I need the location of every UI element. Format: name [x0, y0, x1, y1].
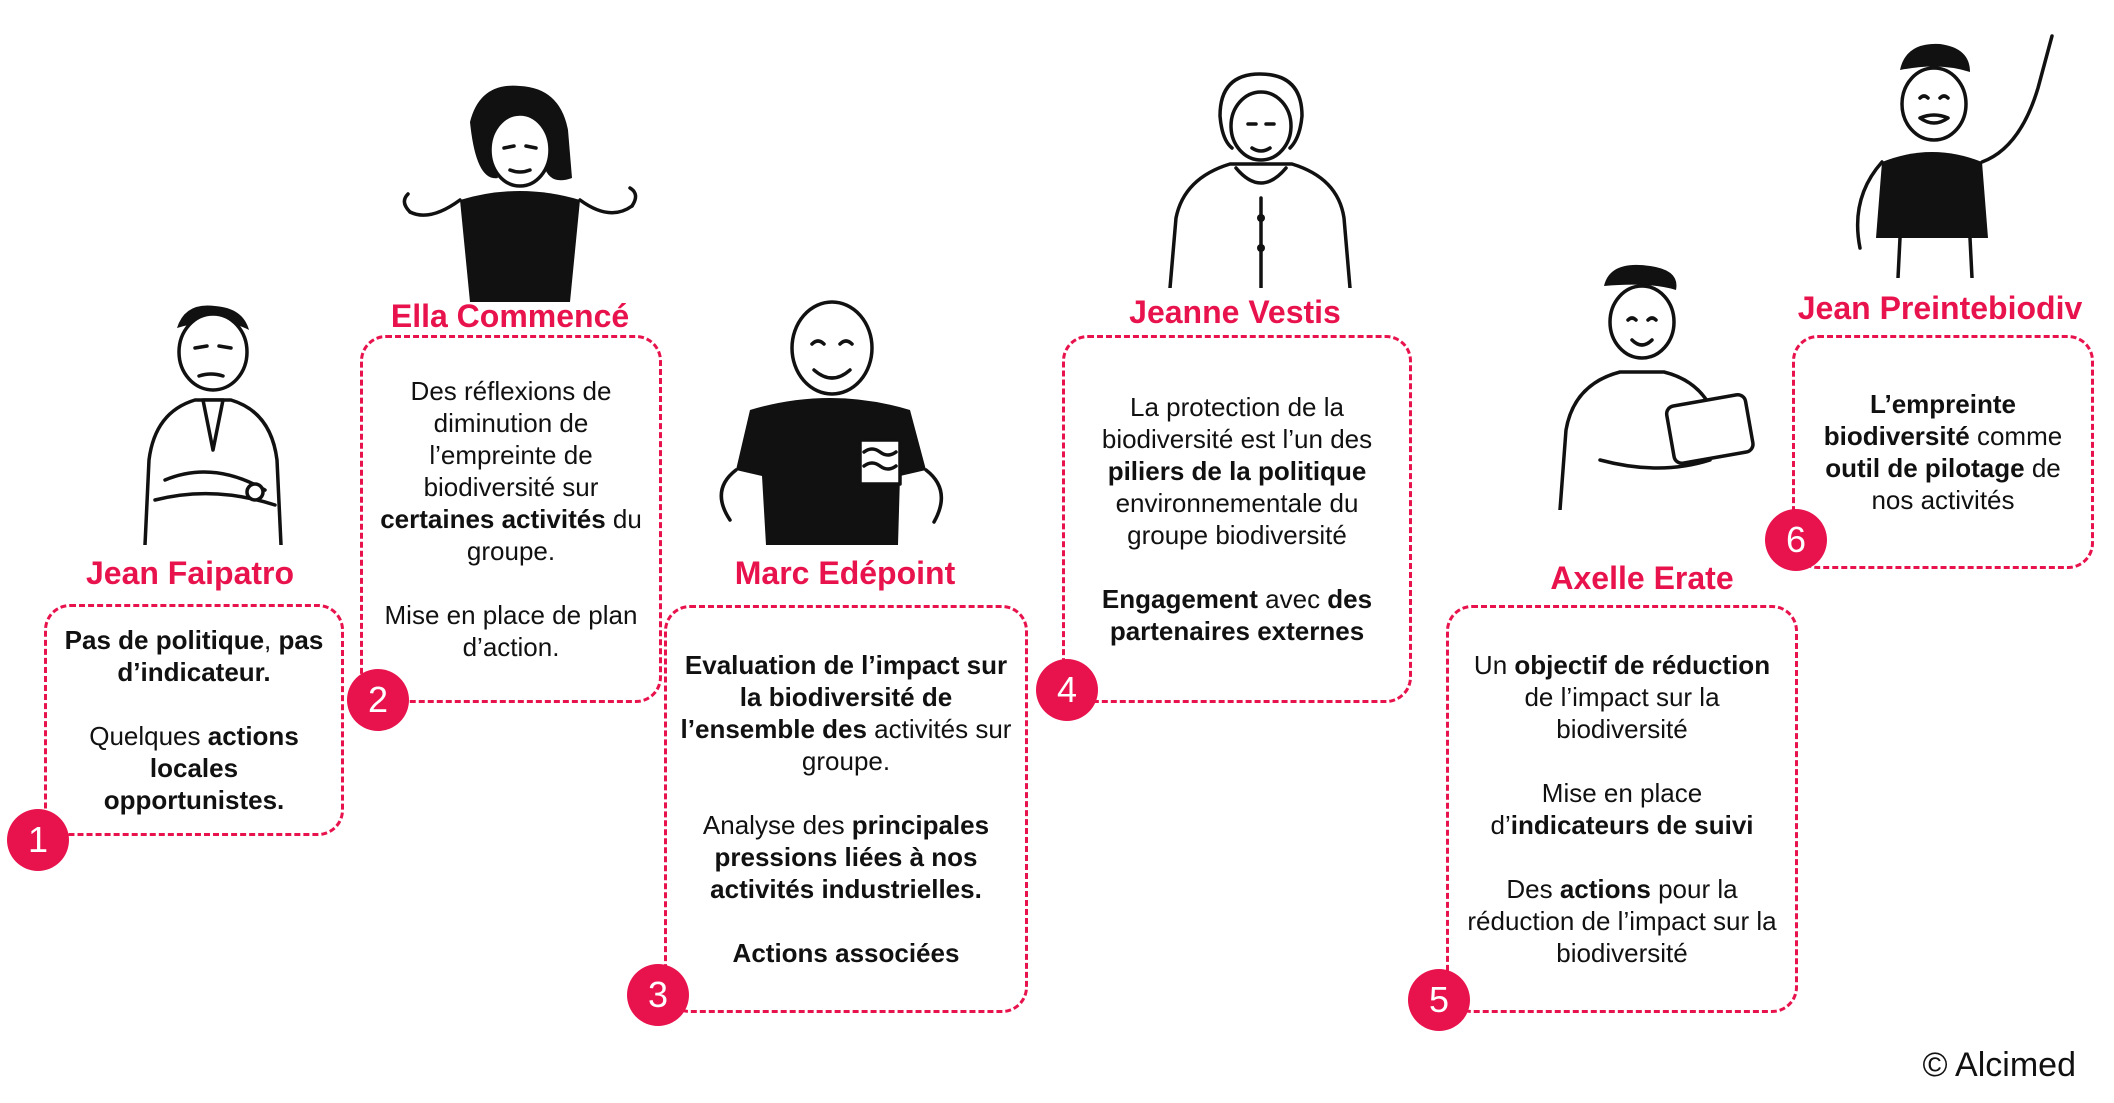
bold-text: piliers de la politique	[1107, 456, 1367, 486]
description-paragraph: La protection de la biodiversité est l’u…	[1077, 391, 1397, 551]
text: La protection de la biodiversité est l’u…	[1101, 392, 1373, 454]
text: Un	[1473, 650, 1515, 680]
bold-text: indicateurs de suivi	[1510, 810, 1754, 840]
persona-name-1: Jean Faipatro	[85, 555, 295, 591]
person-6-icon	[1855, 34, 2054, 278]
bold-text: certaines activités	[380, 504, 606, 534]
bold-text: principales pressions liées à nos activi…	[710, 810, 990, 904]
description-paragraph: Mise en place d’indicateurs de suivi	[1461, 777, 1783, 841]
person-3-icon	[719, 300, 944, 545]
copyright-text: © Alcimed	[1922, 1046, 2076, 1084]
bold-text: Actions associées	[732, 938, 960, 968]
description-paragraph: Un objectif de réduction de l’impact sur…	[1461, 649, 1783, 745]
persona-box-3: Evaluation de l’impact sur la biodiversi…	[664, 605, 1028, 1013]
text: Mise en place d’	[1490, 778, 1703, 840]
step-number-6: 6	[1765, 509, 1827, 571]
persona-description-4: La protection de la biodiversité est l’u…	[1077, 391, 1397, 647]
person-5-icon	[1558, 264, 1755, 510]
persona-box-4: La protection de la biodiversité est l’u…	[1062, 335, 1412, 703]
text: ,	[264, 625, 279, 655]
bold-text: actions locales opportunistes.	[103, 721, 299, 815]
description-paragraph: Actions associées	[679, 937, 1013, 969]
person-1-icon	[143, 305, 283, 545]
bold-text: objectif de réduction	[1514, 650, 1771, 680]
persona-name-4: Jeanne Vestis	[1129, 294, 1341, 330]
text: Analyse des	[702, 810, 852, 840]
step-number-2: 2	[347, 669, 409, 731]
text: du groupe.	[466, 504, 642, 566]
text: pour la réduction de l’impact sur la bio…	[1467, 874, 1777, 968]
text: Mise en place de plan d’action.	[384, 600, 638, 662]
text: de nos activités	[1871, 453, 2061, 515]
bold-text: actions	[1559, 874, 1651, 904]
persona-box-1: Pas de politique, pas d’indicateur. Quelq…	[44, 604, 344, 836]
text: avec	[1257, 584, 1328, 614]
persona-box-2: Des réflexions de diminution de l’emprei…	[360, 335, 662, 703]
bold-text: des partenaires externes	[1109, 584, 1373, 646]
bold-text: Evaluation de l’impact sur la biodiversi…	[680, 650, 1008, 744]
persona-description-6: L’empreinte biodiversité comme outil de …	[1807, 388, 2079, 516]
text: Quelques	[89, 721, 208, 751]
bold-text: Pas de politique	[64, 625, 265, 655]
description-paragraph: Pas de politique, pas d’indicateur.	[59, 624, 329, 688]
description-paragraph: Des réflexions de diminution de l’emprei…	[375, 375, 647, 567]
step-number-1: 1	[7, 809, 69, 871]
persona-name-2: Ella Commencé	[390, 298, 630, 334]
bold-text: Engagement	[1101, 584, 1258, 614]
persona-description-2: Des réflexions de diminution de l’emprei…	[375, 375, 647, 663]
bold-text: pas d’indicateur.	[117, 625, 324, 687]
persona-description-1: Pas de politique, pas d’indicateur. Quelq…	[59, 624, 329, 816]
text: comme	[1969, 421, 2063, 451]
person-2-icon	[402, 85, 638, 302]
persona-name-6: Jean Preintebiodiv	[1797, 290, 2083, 326]
text: de l’impact sur la biodiversité	[1524, 682, 1720, 744]
person-4-icon	[1168, 72, 1352, 288]
bold-text: outil de pilotage	[1825, 453, 2025, 483]
persona-name-3: Marc Edépoint	[734, 555, 956, 591]
step-number-5: 5	[1408, 969, 1470, 1031]
description-paragraph: Quelques actions locales opportunistes.	[59, 720, 329, 816]
text: Des réflexions de diminution de l’emprei…	[410, 376, 612, 502]
description-paragraph: Mise en place de plan d’action.	[375, 599, 647, 663]
persona-description-5: Un objectif de réduction de l’impact sur…	[1461, 649, 1783, 969]
description-paragraph: Evaluation de l’impact sur la biodiversi…	[679, 649, 1013, 777]
persona-box-5: Un objectif de réduction de l’impact sur…	[1446, 605, 1798, 1013]
text: activités sur groupe.	[801, 714, 1012, 776]
description-paragraph: Engagement avec des partenaires externes	[1077, 583, 1397, 647]
persona-box-6: L’empreinte biodiversité comme outil de …	[1792, 335, 2094, 569]
persona-name-5: Axelle Erate	[1550, 560, 1734, 596]
bold-text: L’empreinte biodiversité	[1823, 389, 2016, 451]
step-number-3: 3	[627, 964, 689, 1026]
description-paragraph: Analyse des principales pressions liées …	[679, 809, 1013, 905]
text: environnementale du groupe biodiversité	[1115, 488, 1359, 550]
step-number-4: 4	[1036, 659, 1098, 721]
description-paragraph: Des actions pour la réduction de l’impac…	[1461, 873, 1783, 969]
text: Des	[1506, 874, 1560, 904]
description-paragraph: L’empreinte biodiversité comme outil de …	[1807, 388, 2079, 516]
persona-description-3: Evaluation de l’impact sur la biodiversi…	[679, 649, 1013, 969]
